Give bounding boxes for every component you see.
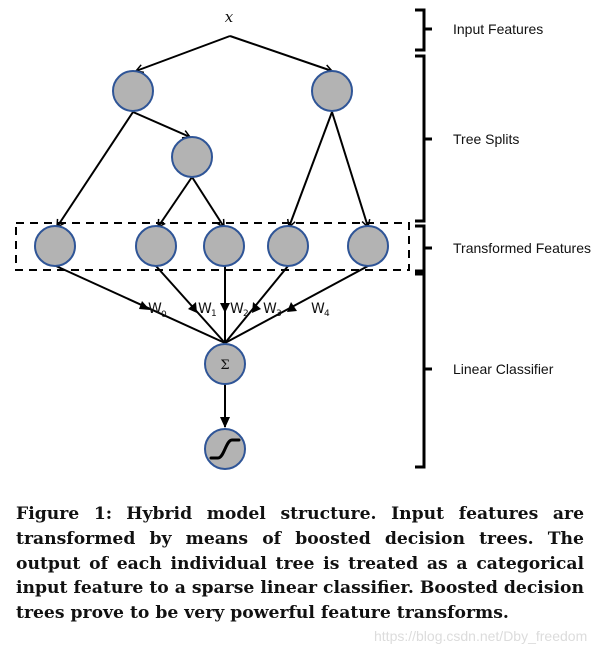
sum-symbol: Σ (220, 358, 229, 373)
edge-tree1-root-to-left-leaf (56, 111, 134, 229)
edge-leaf5-to-sum (224, 265, 369, 344)
svg-text:1: 1 (211, 309, 217, 319)
transformed-feature-node-1 (34, 225, 76, 267)
edge-x-to-tree1 (134, 35, 231, 74)
weight-label-1: W 1 (198, 301, 217, 319)
brace-input-features (415, 8, 432, 52)
transformed-features-box (15, 222, 410, 271)
transformed-feature-node-4 (267, 225, 309, 267)
transformed-feature-node-5 (347, 225, 389, 267)
svg-text:W: W (230, 301, 244, 317)
hybrid-model-diagram: x W 0 W 1 W 2 W 3 W 4 (15, 8, 591, 470)
svg-text:W: W (198, 301, 212, 317)
transformed-feature-node-2 (135, 225, 177, 267)
svg-text:4: 4 (324, 309, 330, 319)
weight-label-2: W 2 (230, 301, 249, 319)
edge-leaf2-to-sum (155, 265, 226, 344)
brace-transformed-features (415, 224, 432, 273)
weight-arrowhead-1 (188, 302, 197, 313)
edge-tree2-root-to-leaf5 (331, 111, 371, 229)
svg-text:2: 2 (243, 309, 249, 319)
figure-label: Figure 1: (16, 504, 113, 524)
stage-label-linear-classifier: Linear Classifier (453, 361, 554, 377)
weight-arrowhead-3 (252, 302, 261, 313)
brace-linear-classifier (415, 272, 432, 469)
weight-label-0: W 0 (148, 301, 167, 320)
edge-leaf4-to-sum (224, 265, 289, 344)
figure-caption: Figure 1: Hybrid model structure. Input … (16, 502, 584, 626)
tree1-inner-node (171, 136, 213, 178)
input-x-label: x (225, 8, 234, 26)
sum-node (204, 343, 246, 385)
svg-text:W: W (148, 301, 162, 317)
edge-leaf1-to-sum (55, 265, 226, 344)
weight-arrowhead-2 (220, 303, 230, 313)
tree1-root-node (112, 70, 154, 112)
weight-arrowhead-0 (139, 301, 150, 310)
transformed-feature-node-3 (203, 225, 245, 267)
sigmoid-curve-icon (209, 438, 241, 460)
stage-label-tree-splits: Tree Splits (453, 131, 519, 147)
caption-text: Hybrid model structure. Input features a… (16, 504, 585, 624)
svg-text:3: 3 (276, 309, 282, 319)
edge-tree1-inner-to-leaf2 (157, 176, 193, 229)
svg-text:W: W (311, 301, 325, 317)
weight-arrowhead-4 (287, 302, 297, 312)
edge-tree2-root-to-leaf4 (286, 111, 333, 229)
edge-tree1-inner-to-leaf3 (191, 176, 225, 229)
svg-text:W: W (263, 301, 277, 317)
edge-tree1-root-to-inner (132, 111, 192, 139)
watermark: https://blog.csdn.net/Dby_freedom (374, 628, 588, 644)
tree2-root-node (311, 70, 353, 112)
weight-label-3: W 3 (263, 301, 282, 319)
svg-text:0: 0 (161, 310, 167, 320)
edge-x-to-tree2 (229, 35, 334, 74)
stage-label-input-features: Input Features (453, 21, 543, 37)
weight-label-4: W 4 (311, 301, 330, 319)
brace-tree-splits (415, 54, 432, 223)
stage-label-transformed-features: Transformed Features (453, 240, 591, 256)
